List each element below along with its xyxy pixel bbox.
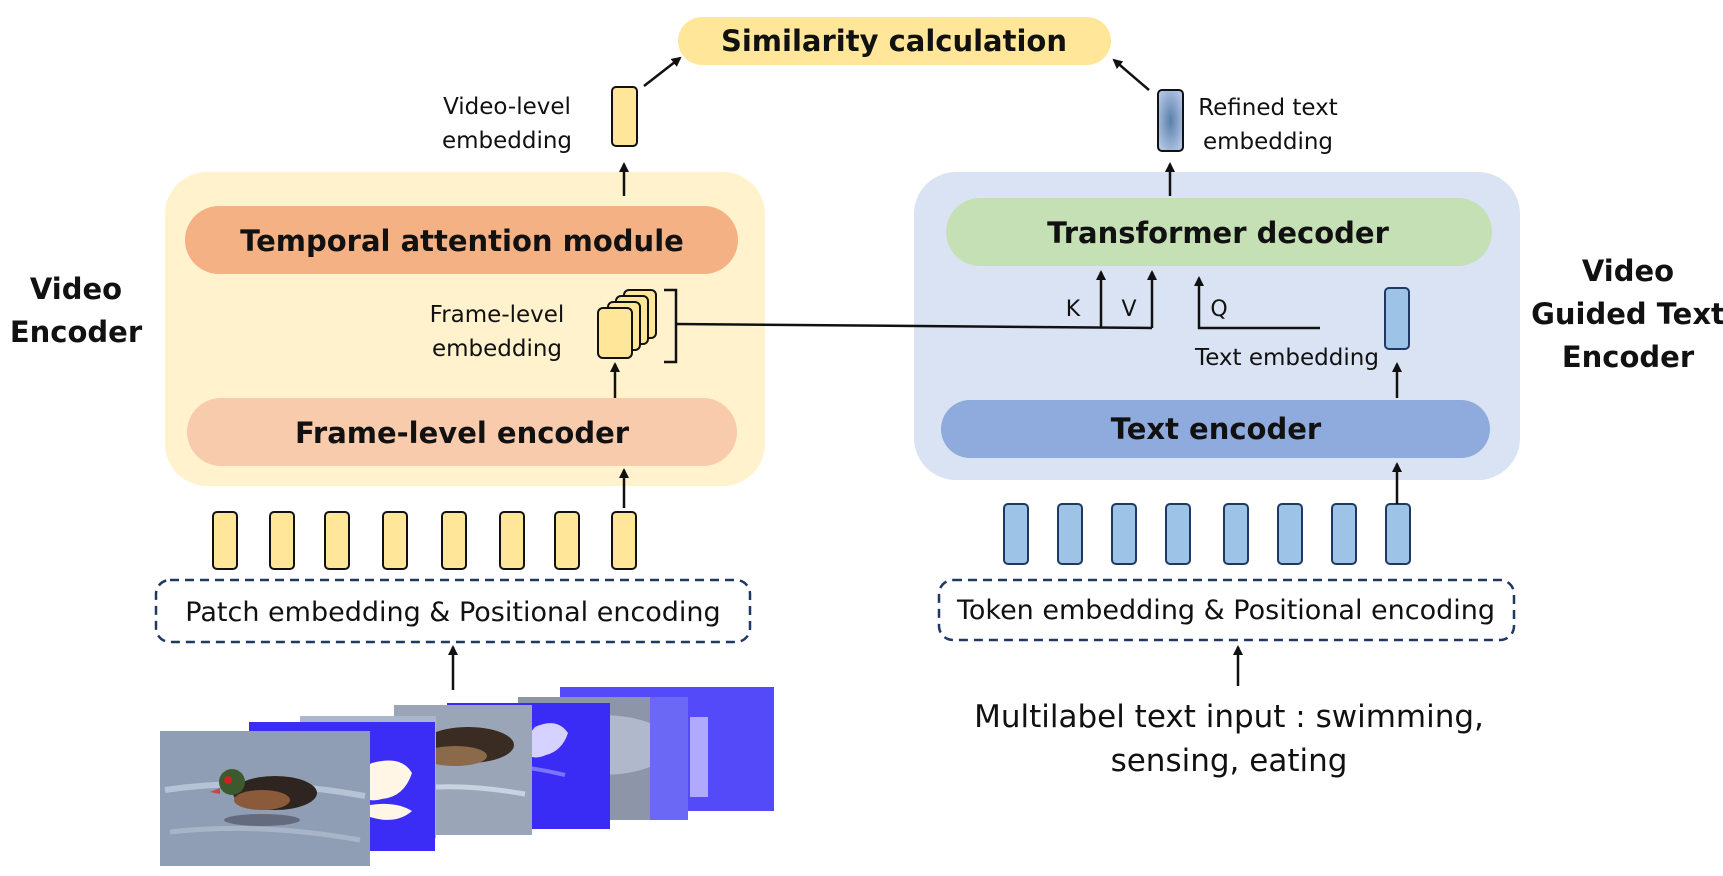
text-token-3 xyxy=(1111,503,1137,565)
text-token-6 xyxy=(1277,503,1303,565)
video-token-5 xyxy=(441,511,467,570)
text-token-row xyxy=(1003,503,1411,565)
video-level-embedding-label-line1: Video-level xyxy=(443,94,571,120)
arrow-refined-to-similarity xyxy=(1112,58,1150,91)
frame-level-encoder xyxy=(187,398,737,466)
text-token-7 xyxy=(1331,503,1357,565)
key-label: K xyxy=(1066,297,1081,322)
arrow-video-embedding-to-similarity xyxy=(643,56,682,87)
video-encoder-title-line2: Encoder xyxy=(10,315,143,349)
patch-embedding-label: Patch embedding & Positional encoding xyxy=(185,597,720,628)
refined-text-embedding-token xyxy=(1157,89,1184,152)
text-token-8 xyxy=(1385,503,1411,565)
text-embedding-token xyxy=(1384,287,1410,350)
token-embedding-label: Token embedding & Positional encoding xyxy=(956,595,1495,626)
text-token-2 xyxy=(1057,503,1083,565)
text-embedding-label: Text embedding xyxy=(1194,345,1379,371)
frame-embedding-to-kv-line xyxy=(675,322,1153,330)
text-encoder-label: Text encoder xyxy=(1111,412,1322,446)
token-embedding-box xyxy=(937,578,1516,642)
video-level-embedding-token xyxy=(611,86,638,147)
text-token-4 xyxy=(1165,503,1191,565)
video-token-3 xyxy=(324,511,350,570)
patch-embedding-box xyxy=(154,578,752,644)
refined-text-embedding-label-line1: Refined text xyxy=(1198,95,1338,121)
video-token-2 xyxy=(269,511,295,570)
video-encoder-title-line1: Video xyxy=(30,272,122,306)
video-token-4 xyxy=(382,511,408,570)
text-encoder-title-line1: Video xyxy=(1582,254,1674,288)
video-token-row xyxy=(212,511,637,570)
frame-level-embedding-label-line2: embedding xyxy=(432,336,562,362)
transformer-decoder xyxy=(946,198,1492,266)
video-frames-stack xyxy=(160,687,774,866)
refined-text-embedding-label-line2: embedding xyxy=(1203,129,1333,155)
text-encoder-block xyxy=(941,400,1490,458)
text-token-1 xyxy=(1003,503,1029,565)
query-label: Q xyxy=(1210,297,1227,322)
video-token-6 xyxy=(499,511,525,570)
transformer-decoder-label: Transformer decoder xyxy=(1047,216,1389,250)
text-encoder-title-line3: Encoder xyxy=(1562,340,1695,374)
frame-embedding-bracket xyxy=(664,288,678,364)
frame-level-embedding-stack xyxy=(597,289,657,359)
text-embedding-to-query-line xyxy=(1194,276,1320,330)
similarity-label: Similarity calculation xyxy=(721,24,1067,58)
text-encoder-title-line2: Guided Text xyxy=(1531,297,1723,331)
similarity-box xyxy=(678,17,1111,65)
frame-level-encoder-label: Frame-level encoder xyxy=(295,416,630,450)
value-label: V xyxy=(1121,297,1136,322)
frame-level-embedding-label-line1: Frame-level xyxy=(430,302,565,328)
multilabel-input-line1: Multilabel text input : swimming, xyxy=(974,699,1484,735)
temporal-attention-module xyxy=(185,206,738,274)
multilabel-input-line2: sensing, eating xyxy=(1111,743,1348,779)
text-token-5 xyxy=(1223,503,1249,565)
video-token-8 xyxy=(611,511,637,570)
video-level-embedding-label-line2: embedding xyxy=(442,128,572,154)
video-token-1 xyxy=(212,511,238,570)
video-frame-1-duck xyxy=(160,731,370,866)
connector-lines xyxy=(448,56,1402,690)
temporal-attention-label: Temporal attention module xyxy=(240,224,684,258)
video-token-7 xyxy=(554,511,580,570)
